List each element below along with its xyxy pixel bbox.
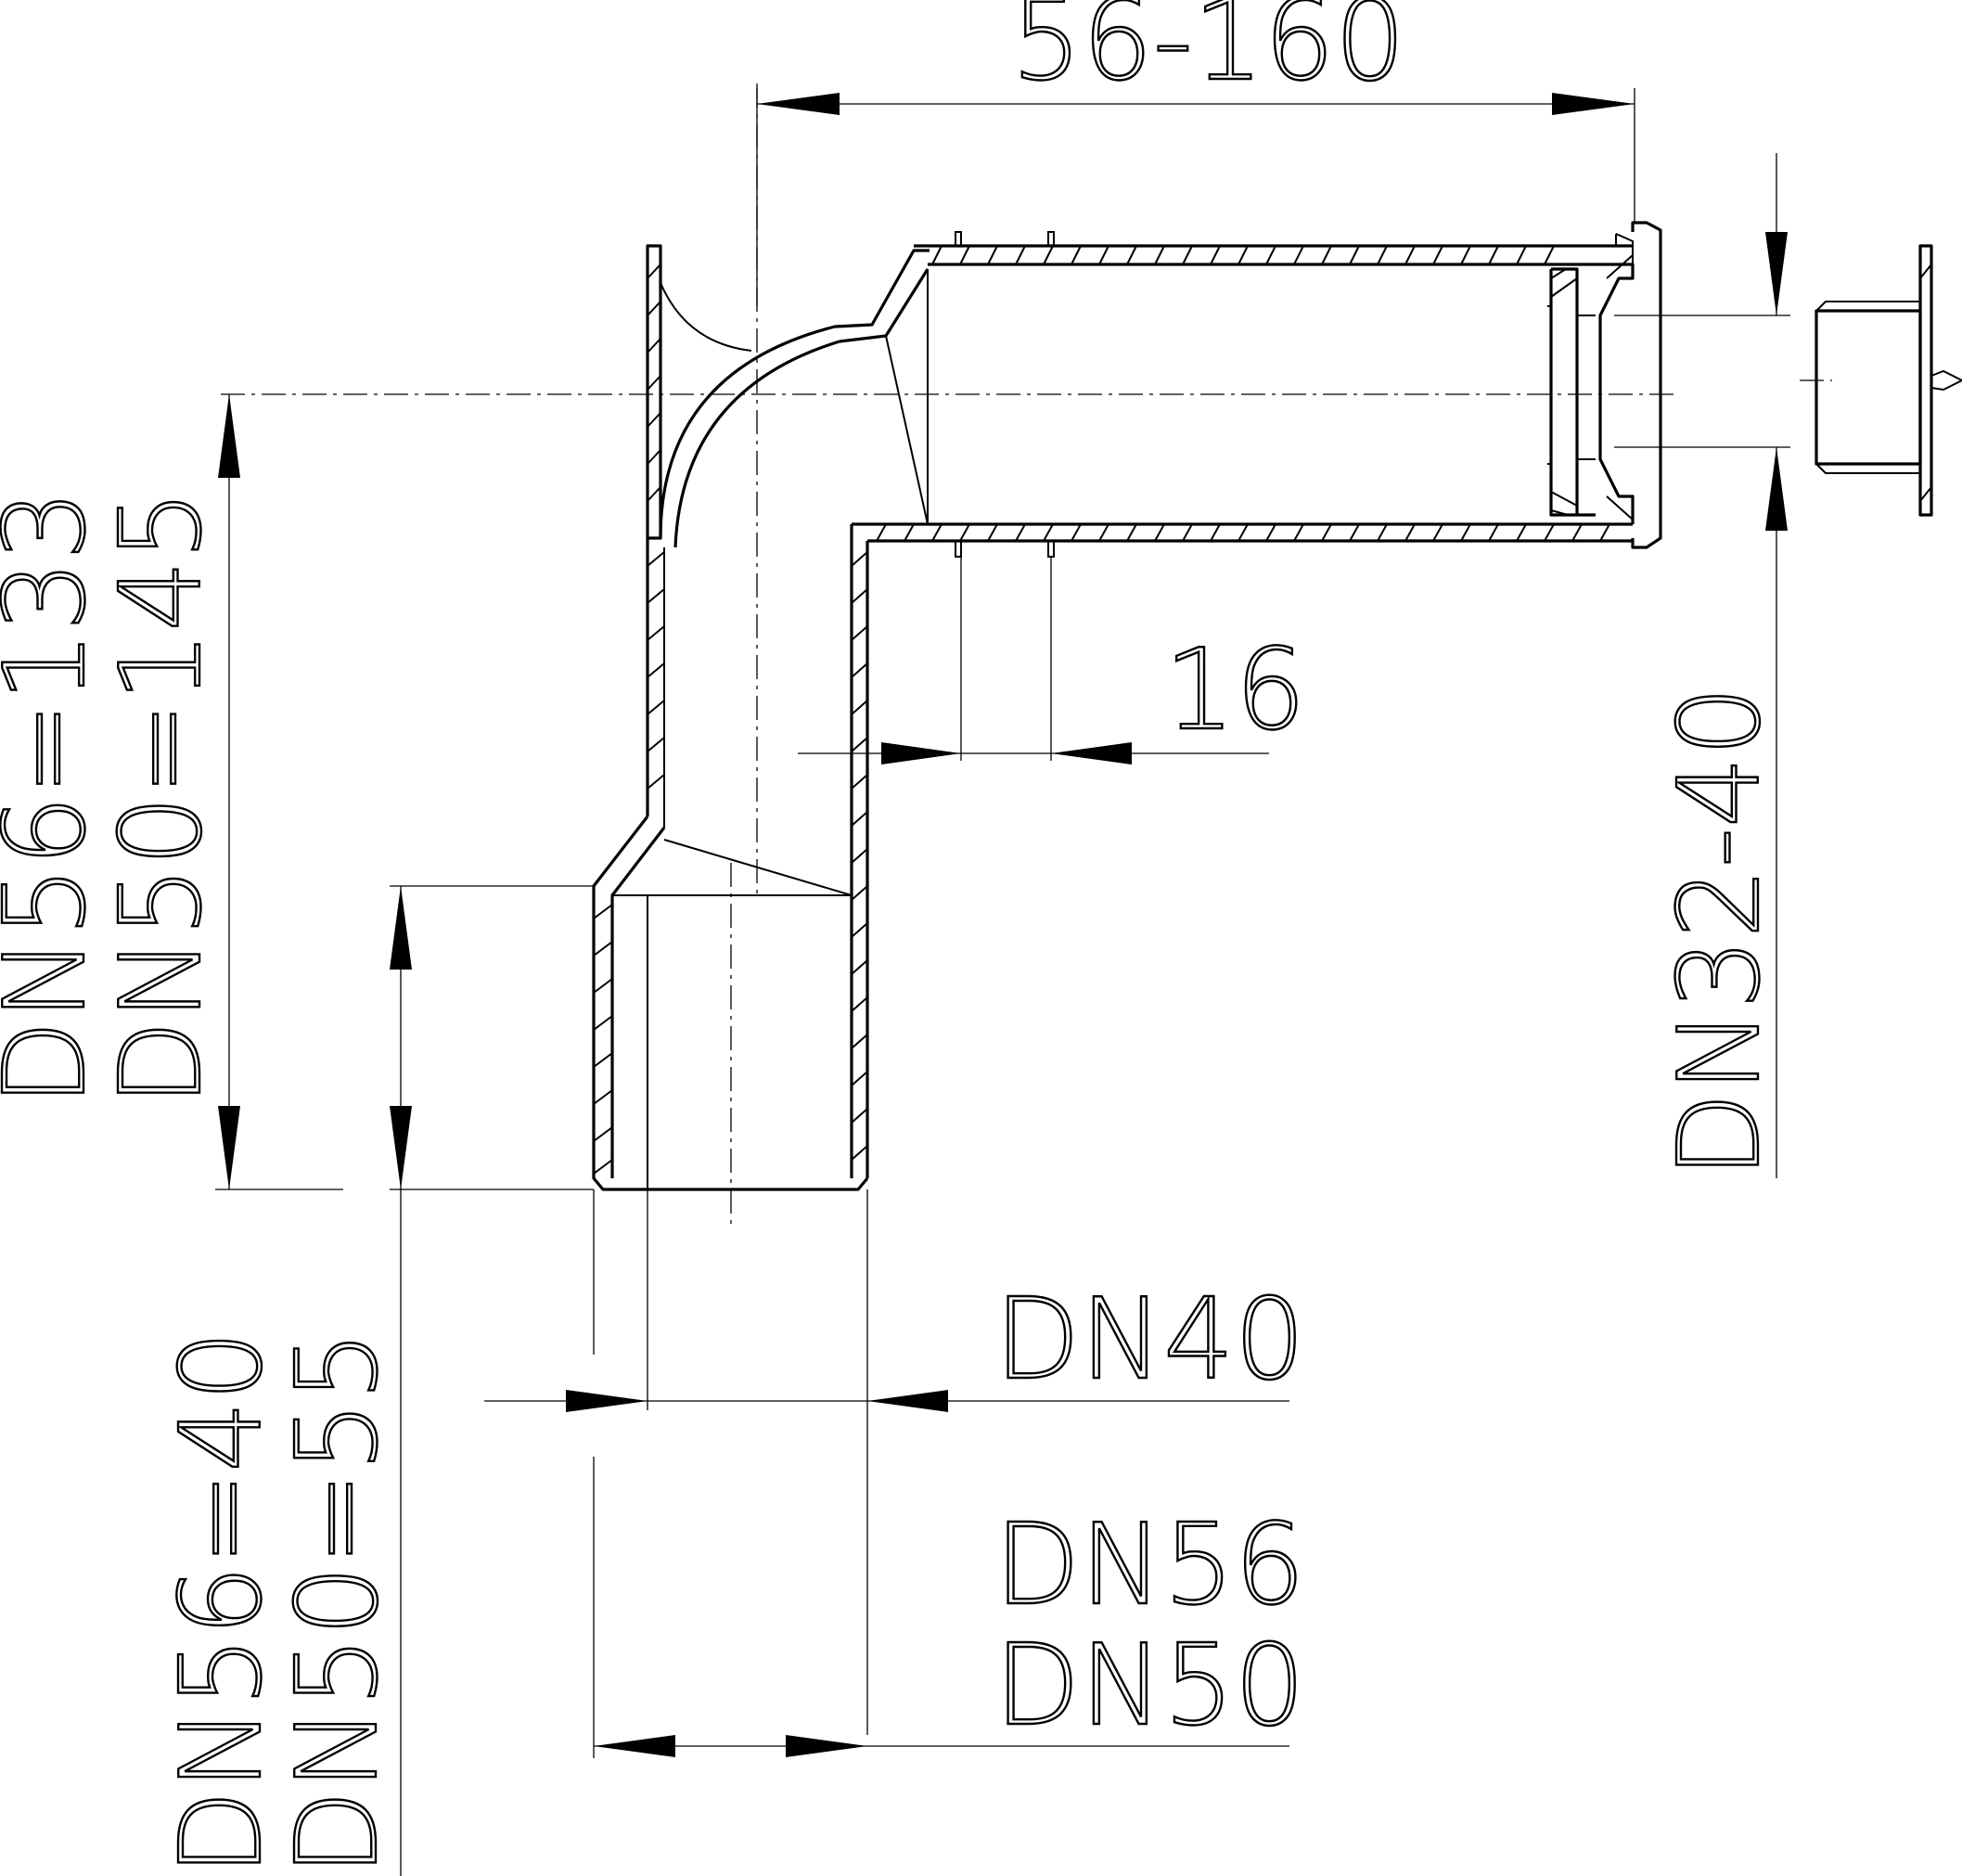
spigot-left-hatch xyxy=(593,904,613,1175)
pipe-rib-bottom-1 xyxy=(955,541,962,558)
riser-right-hatch xyxy=(851,551,868,1161)
dim-text-spigot-length-alt: DN50=55 xyxy=(274,1330,403,1876)
dim-text-vertical-height: DN56=133 xyxy=(0,490,110,1106)
arrow-top xyxy=(1765,232,1788,315)
inlet-socket-outer xyxy=(1631,221,1662,549)
dim-outlet-size: DN56 DN50 xyxy=(593,1457,1306,1758)
plug-hatch-2 xyxy=(1919,486,1932,502)
arrow-left xyxy=(594,1735,675,1757)
riser-left-hatch xyxy=(647,551,665,790)
inlet-seal-inner xyxy=(1549,267,1596,517)
arrow-bottom xyxy=(218,1106,240,1189)
inlet-inner-cone xyxy=(1606,254,1634,520)
pipe-entry-cone-bottom xyxy=(885,335,929,525)
dim-text-vertical-height-alt: DN50=145 xyxy=(97,490,226,1106)
dim-spigot-length: DN56=40 DN50=55 xyxy=(157,885,594,1876)
arrow-right xyxy=(1552,93,1635,115)
plug-tab xyxy=(1930,369,1962,392)
arrow-left xyxy=(566,1390,648,1412)
arrow-bottom xyxy=(390,1106,412,1189)
dim-horizontal-length: 56-160 xyxy=(756,0,1635,306)
dim-text-inlet-size: DN40 xyxy=(994,1276,1305,1405)
plug-flange xyxy=(1918,244,1933,517)
flange-hatch-6 xyxy=(647,449,661,465)
arrow-top xyxy=(218,394,240,478)
inlet-seal-outer xyxy=(1549,263,1635,524)
bottom-wall-hatch xyxy=(876,523,1610,542)
spigot-taper-line xyxy=(663,839,853,896)
flange-hatch-7 xyxy=(647,486,661,502)
flange-gusset xyxy=(660,282,752,352)
spigot-transition-outer xyxy=(592,816,869,1191)
dim-text-spigot-length: DN56=40 xyxy=(158,1330,287,1876)
dim-text-inlet-range: DN32-40 xyxy=(1656,686,1785,1178)
flange-hatch-1 xyxy=(647,263,661,279)
plug-body xyxy=(1815,309,1922,466)
dim-vertical-height: DN56=133 DN50=145 xyxy=(0,394,343,1190)
dim-text-outlet-size-alt: DN50 xyxy=(994,1622,1305,1751)
inlet-lip xyxy=(1547,305,1596,465)
pipe-rib-top-1 xyxy=(955,231,962,246)
inlet-seal-bevel-bottom xyxy=(1550,491,1578,516)
sealing-plug xyxy=(1815,244,1962,517)
plug-hatch-1 xyxy=(1919,263,1932,279)
spigot-transition-inner xyxy=(610,827,666,1178)
dim-fitting-spacing: 16 xyxy=(798,557,1307,765)
arrow-left xyxy=(881,742,961,765)
top-wall-hatch xyxy=(931,245,1555,265)
dim-text-horizontal-length: 56-160 xyxy=(1011,0,1405,106)
dim-text-fitting-spacing: 16 xyxy=(1164,626,1306,755)
plug-bevel xyxy=(1815,301,1920,474)
arrow-top xyxy=(390,886,412,970)
elbow-outer-curve xyxy=(659,249,930,539)
flange-hatch-3 xyxy=(647,338,661,353)
arrow-right xyxy=(786,1735,867,1757)
center-lines xyxy=(221,84,1832,1225)
arrow-bottom xyxy=(1765,447,1788,531)
flange-hatch-2 xyxy=(647,301,661,316)
flange-hatch-5 xyxy=(647,412,661,428)
arrow-right xyxy=(867,1390,948,1412)
fitting-body xyxy=(592,221,1662,1191)
pipe-rib-top-2 xyxy=(1047,231,1055,246)
inlet-seal-bevel-top xyxy=(1550,268,1578,298)
arrow-right xyxy=(1051,742,1132,765)
dim-inlet-size: DN40 xyxy=(484,1189,1306,1735)
elbow-outer-curve-inner xyxy=(673,268,930,548)
arrow-left xyxy=(757,93,840,115)
pipe-rib-bottom-2 xyxy=(1047,541,1055,558)
dim-text-outlet-size: DN56 xyxy=(994,1501,1305,1630)
dim-inlet-range: DN32-40 xyxy=(1614,153,1790,1179)
inlet-socket-ring xyxy=(1615,233,1634,264)
flange-hatch-4 xyxy=(647,375,661,391)
